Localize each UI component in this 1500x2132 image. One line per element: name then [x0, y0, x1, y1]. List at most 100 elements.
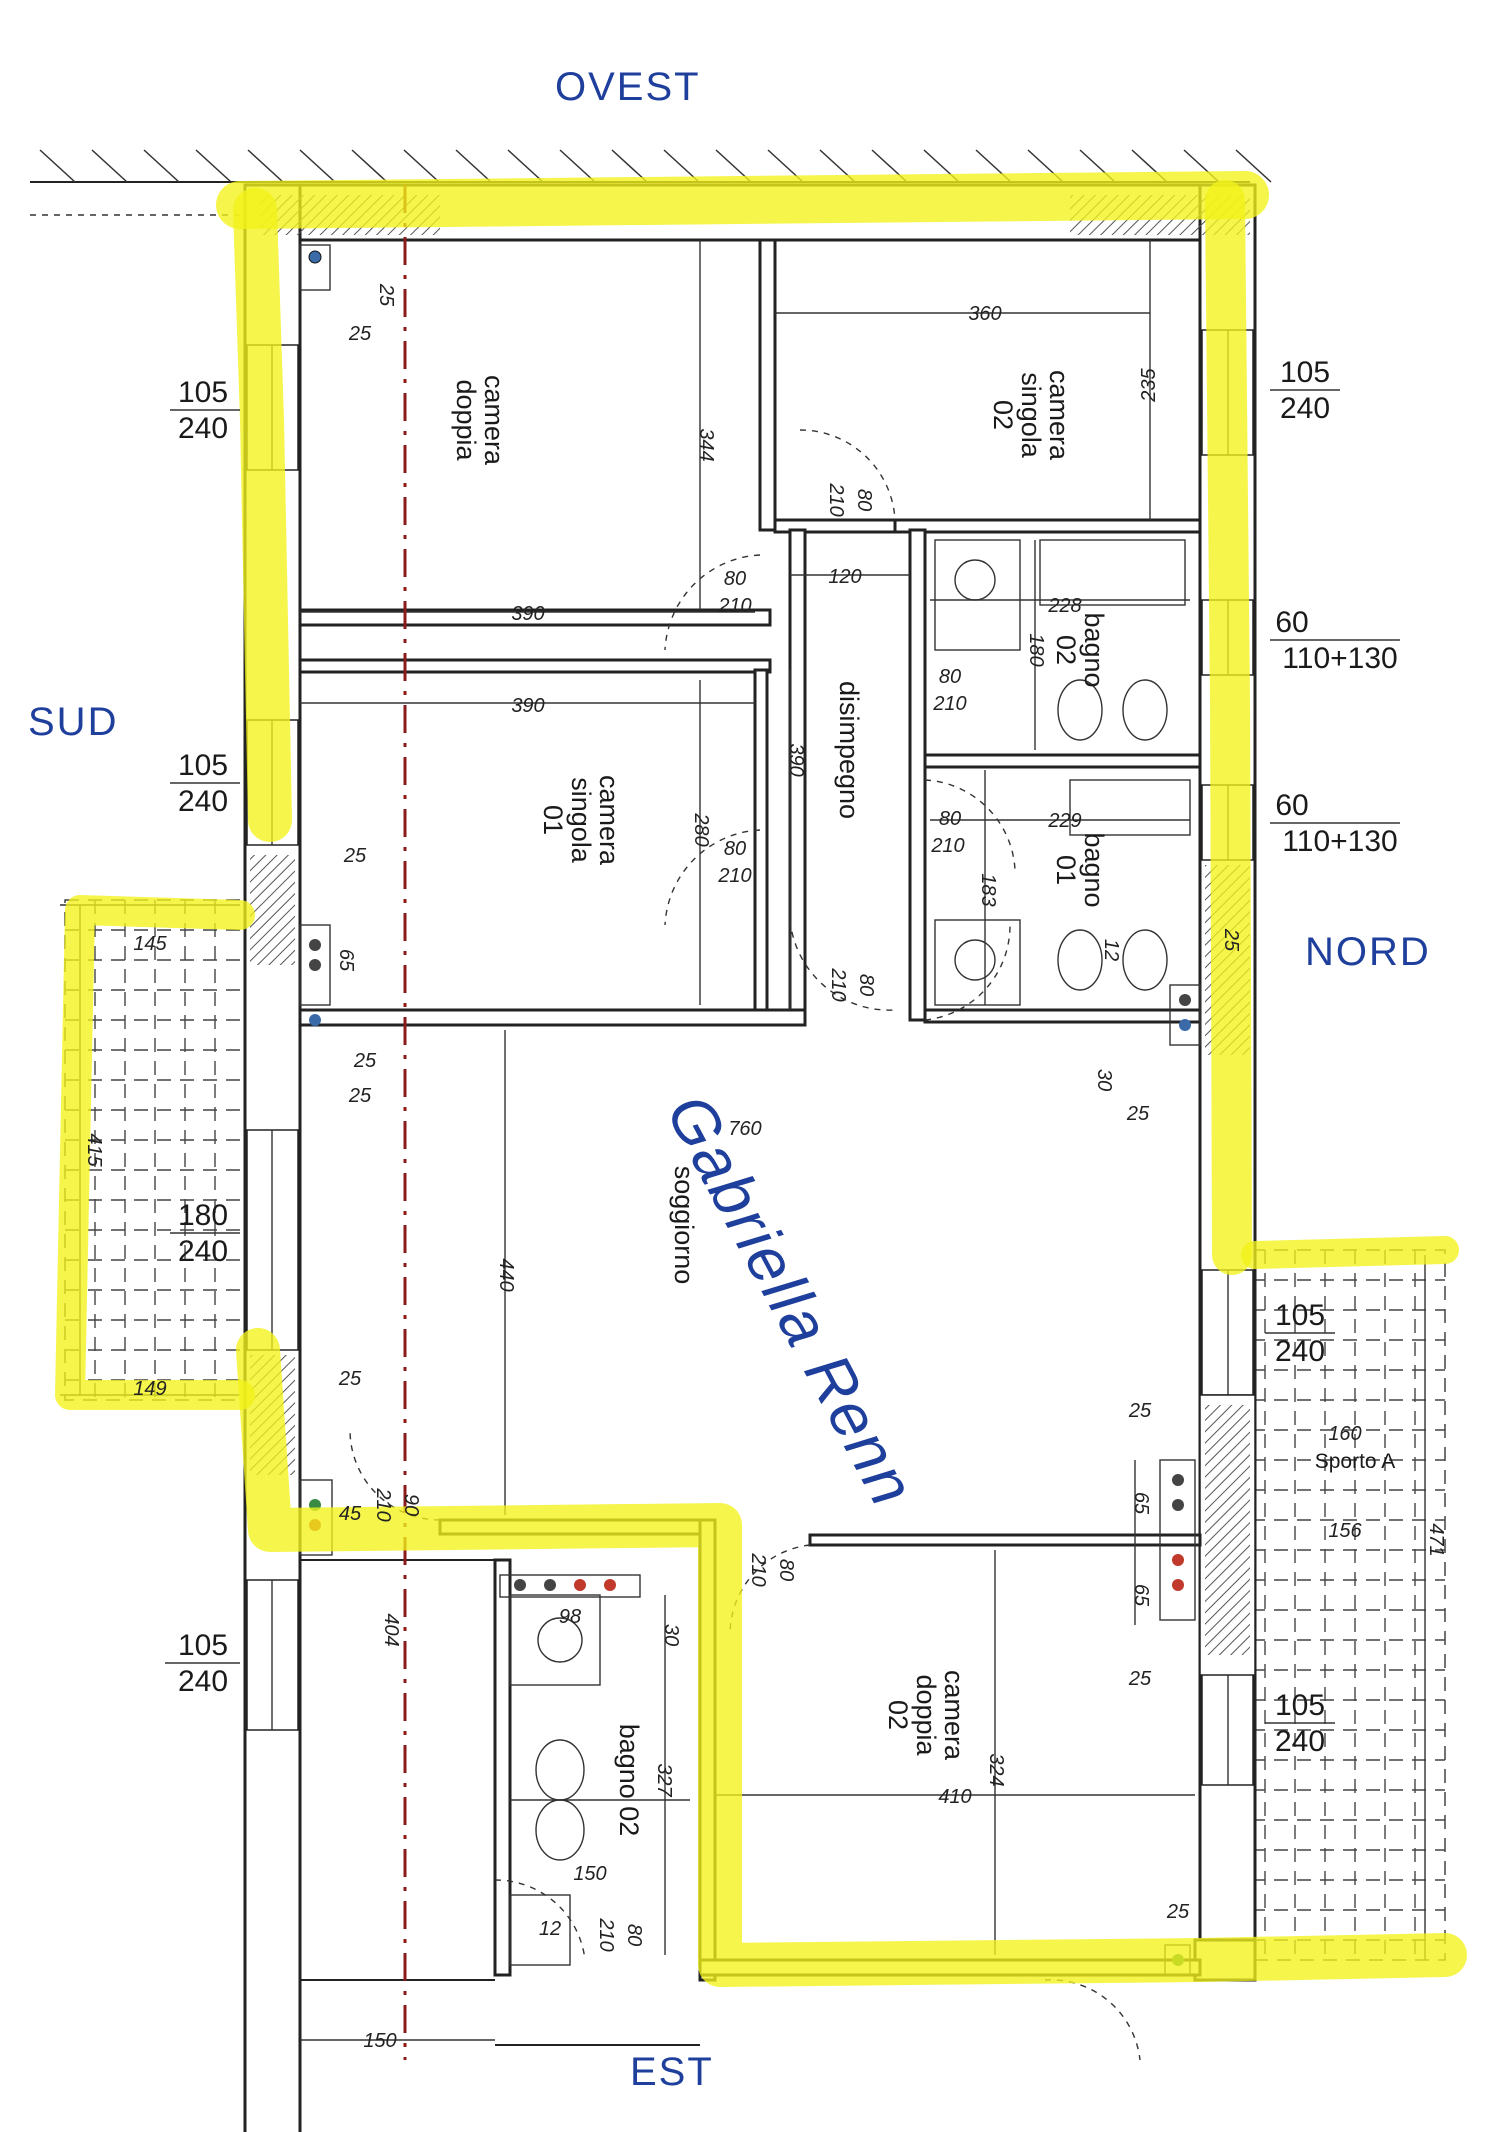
dim-label: 65	[335, 949, 357, 972]
room-label: bagno	[1079, 612, 1109, 687]
dim-label: 30	[660, 1624, 682, 1646]
room-label: doppia	[451, 379, 481, 461]
window-height: 240	[178, 412, 228, 445]
dim-label: 145	[133, 933, 167, 955]
dim-label: 160	[1328, 1423, 1361, 1445]
dim-label: 25	[348, 1085, 372, 1107]
orientation-labels: OVEST SUD NORD EST	[28, 65, 1429, 2094]
signature-text: Gabriella Renn	[653, 1083, 930, 1518]
dim-label: 440	[495, 1258, 517, 1291]
door-dr5: 80 210	[930, 808, 964, 857]
dim-label: 360	[968, 303, 1001, 325]
bathroom-fixtures	[499, 539, 1191, 1966]
window-s2: 105 240	[170, 749, 240, 818]
dim-label: 150	[363, 2030, 396, 2052]
room-label: bagno 02	[614, 1724, 644, 1837]
room-camera-singola-01: camera singola 01	[538, 775, 624, 866]
dim-label: 25	[338, 1368, 362, 1390]
window-width: 60	[1275, 606, 1308, 639]
sporto-label: Sporto A	[1315, 1450, 1396, 1473]
door-width: 80	[724, 838, 746, 860]
room-soggiorno: soggiorno	[669, 1166, 699, 1285]
dim-label: 25	[348, 323, 372, 345]
room-bagno-02-top: bagno 02	[1051, 612, 1109, 687]
dimension-labels: 360 235 344 390 390 390 120 228 180 229 …	[83, 283, 1447, 2052]
window-labels: 105 240 105 240 180 240 105 240 105 240 …	[165, 356, 1400, 1758]
door-dr3: 80 210	[932, 666, 966, 715]
dim-label: 324	[985, 1753, 1007, 1786]
room-label: bagno	[1079, 832, 1109, 907]
dim-label: 229	[1047, 810, 1081, 832]
room-disimpegno: disimpegno	[834, 681, 864, 819]
window-width: 105	[1275, 1299, 1325, 1332]
door-dr8: 80 210	[747, 1552, 797, 1586]
room-label: camera	[479, 375, 509, 466]
window-width: 105	[178, 749, 228, 782]
dim-label: 30	[1093, 1069, 1115, 1091]
door-height: 210	[827, 967, 849, 1001]
door-height: 210	[717, 865, 751, 887]
dim-label: 180	[1025, 633, 1047, 666]
dim-label: 344	[695, 428, 717, 461]
orientation-west: OVEST	[555, 65, 701, 109]
room-label: doppia	[911, 1674, 941, 1756]
dim-label: 149	[133, 1378, 166, 1400]
window-height: 110+130	[1282, 825, 1397, 858]
dim-label: 404	[380, 1613, 402, 1646]
room-camera-doppia: camera doppia	[451, 375, 509, 466]
highlighter-strokes	[55, 171, 1467, 1987]
room-label: camera	[1044, 370, 1074, 461]
room-bagno-02-bottom: bagno 02	[614, 1724, 644, 1837]
window-width: 105	[178, 1629, 228, 1662]
room-label: singola	[566, 777, 596, 864]
window-width: 60	[1275, 789, 1308, 822]
window-height: 240	[178, 1235, 228, 1268]
balcony-south	[64, 899, 246, 1401]
dim-label: 12	[1100, 939, 1122, 961]
window-width: 180	[178, 1199, 228, 1232]
window-n5: 105 240	[1265, 1689, 1335, 1758]
door-dr4: 80 210	[717, 838, 751, 887]
room-labels: camera doppia camera singola 02 camera s…	[451, 370, 1109, 1836]
room-camera-doppia-02: camera doppia 02	[883, 1670, 969, 1761]
window-s3: 180 240	[170, 1199, 240, 1268]
room-label: 01	[1051, 855, 1081, 885]
door-dr6: 80 210	[827, 967, 877, 1001]
door-width: 80	[853, 489, 875, 511]
window-width: 105	[178, 376, 228, 409]
door-dr1: 80 210	[825, 482, 875, 516]
window-height: 240	[178, 785, 228, 818]
dimension-lines	[60, 240, 1426, 2041]
dim-label: 183	[977, 873, 999, 906]
dim-label: 25	[353, 1050, 377, 1072]
interior-walls	[298, 238, 1202, 2046]
room-label: 01	[538, 805, 568, 835]
room-label: camera	[594, 775, 624, 866]
dim-label: 120	[828, 566, 861, 588]
door-height: 210	[932, 693, 966, 715]
dim-label: 410	[938, 1786, 971, 1808]
dim-label: 25	[375, 283, 397, 307]
dim-label: 280	[690, 812, 712, 846]
dim-label: 235	[1138, 367, 1160, 402]
dim-label: 390	[511, 695, 544, 717]
room-bagno-01: bagno 01	[1051, 832, 1109, 907]
door-width: 90	[400, 1494, 422, 1516]
door-width: 80	[724, 568, 746, 590]
dim-label: 65	[1130, 1492, 1152, 1515]
column-markers	[299, 244, 1201, 1976]
window-height: 240	[1275, 1335, 1325, 1368]
dim-label: 760	[728, 1118, 761, 1140]
door-height: 210	[372, 1487, 394, 1521]
dim-label: 25	[343, 845, 367, 867]
dim-label: 415	[83, 1133, 105, 1167]
room-label: singola	[1016, 372, 1046, 459]
window-height: 240	[1275, 1725, 1325, 1758]
window-s1: 105 240	[170, 376, 240, 445]
dim-label: 150	[573, 1863, 606, 1885]
door-height: 210	[825, 482, 847, 516]
window-n3: 60 110+130	[1270, 789, 1400, 858]
door-width: 80	[939, 666, 961, 688]
window-height: 240	[178, 1665, 228, 1698]
door-labels: 80 210 80 210 80 210 80 210 80 210 80 21…	[372, 482, 967, 1951]
